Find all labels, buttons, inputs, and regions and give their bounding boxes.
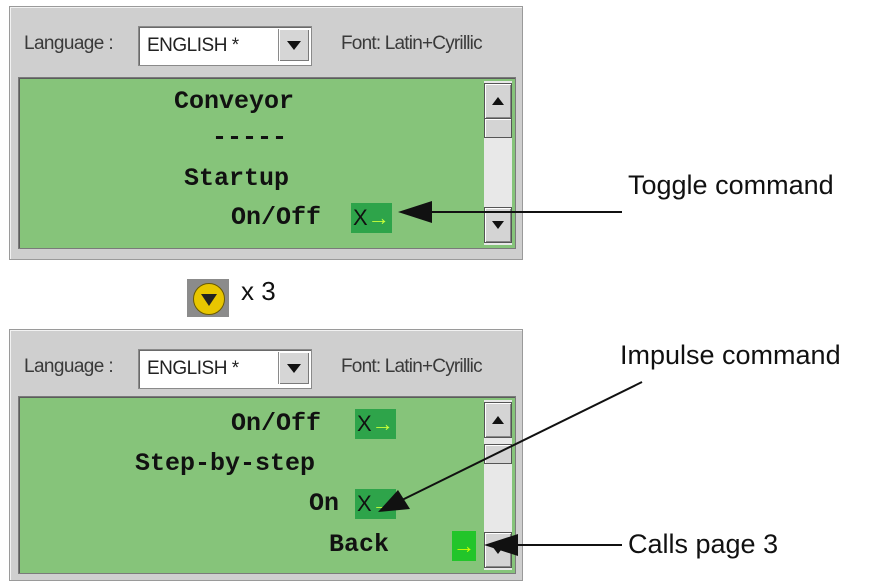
scroll-up-button[interactable] bbox=[484, 402, 512, 438]
language-label: Language : bbox=[24, 33, 114, 54]
scrollbar[interactable] bbox=[484, 81, 512, 245]
language-row: Language : ENGLISH * Font: Latin+Cyrilli… bbox=[10, 330, 522, 392]
language-row: Language : ENGLISH * Font: Latin+Cyrilli… bbox=[10, 7, 522, 69]
display-screen: On/Off X→ Step-by-step On X→ Back → bbox=[18, 396, 516, 574]
language-value: ENGLISH * bbox=[147, 358, 239, 379]
toggle-command-annotation: Toggle command bbox=[628, 170, 834, 200]
screen-line: On/Off bbox=[231, 409, 322, 438]
font-label: Font: Latin+Cyrillic bbox=[341, 33, 483, 54]
toggle-command-box[interactable]: X→ bbox=[355, 409, 396, 439]
editor-panel-2: Language : ENGLISH * Font: Latin+Cyrilli… bbox=[9, 329, 523, 581]
arrow-right-icon: → bbox=[453, 533, 475, 558]
toggle-arrowhead bbox=[398, 201, 432, 223]
calls-arrowhead bbox=[484, 534, 518, 556]
screen-line: Conveyor bbox=[174, 87, 295, 116]
command-x-symbol: X bbox=[357, 411, 372, 436]
chevron-down-icon[interactable] bbox=[278, 29, 309, 61]
arrow-right-icon: → bbox=[367, 205, 390, 230]
screen-line: On/Off bbox=[231, 203, 322, 232]
scroll-thumb[interactable] bbox=[484, 118, 512, 138]
command-x-symbol: X bbox=[357, 491, 372, 516]
command-x-symbol: X bbox=[353, 205, 368, 230]
editor-panel-1: Language : ENGLISH * Font: Latin+Cyrilli… bbox=[9, 6, 523, 260]
language-select[interactable]: ENGLISH * bbox=[138, 349, 312, 389]
screen-line: ----- bbox=[212, 123, 288, 152]
call-page-box[interactable]: → bbox=[452, 531, 476, 561]
display-screen: Conveyor ----- Startup On/Off X→ bbox=[18, 77, 516, 249]
screen-line: Step-by-step bbox=[135, 449, 316, 478]
screen-line: Startup bbox=[184, 164, 290, 193]
font-label: Font: Latin+Cyrillic bbox=[341, 356, 483, 377]
yellow-circle bbox=[193, 283, 225, 315]
language-label: Language : bbox=[24, 356, 114, 377]
down-arrow-button-icon bbox=[187, 279, 229, 317]
screen-line: On bbox=[309, 489, 340, 518]
toggle-command-box[interactable]: X→ bbox=[351, 203, 392, 233]
screen-line: Back bbox=[329, 530, 390, 559]
press-count: x 3 bbox=[241, 276, 276, 306]
language-select[interactable]: ENGLISH * bbox=[138, 26, 312, 66]
calls-page-annotation: Calls page 3 bbox=[628, 529, 779, 559]
arrow-right-icon: → bbox=[371, 411, 394, 436]
impulse-command-annotation: Impulse command bbox=[620, 340, 841, 370]
impulse-arrowhead bbox=[378, 490, 410, 512]
impulse-command-box[interactable]: X→ bbox=[355, 489, 396, 519]
chevron-down-icon[interactable] bbox=[278, 352, 309, 384]
language-value: ENGLISH * bbox=[147, 35, 239, 56]
impulse-arrow-line bbox=[401, 381, 643, 501]
